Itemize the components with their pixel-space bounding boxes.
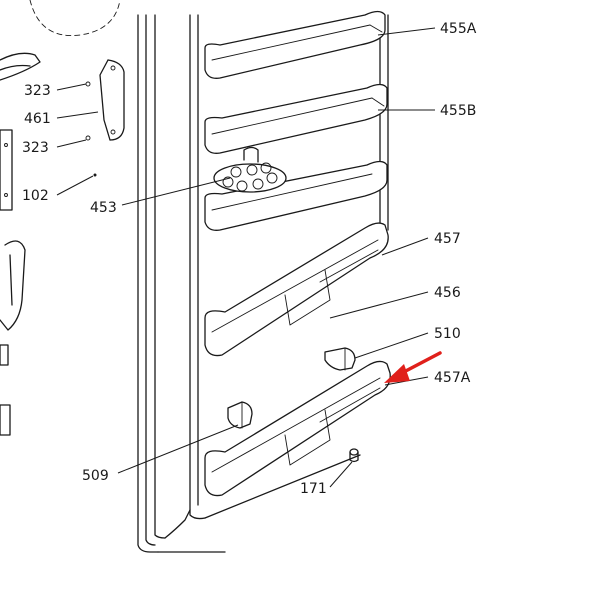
- shelf-457: [204, 222, 389, 357]
- shelf-455A: [204, 10, 386, 79]
- label-102: 102: [22, 188, 49, 204]
- label-457: 457: [434, 231, 461, 247]
- shelf-457A: [204, 360, 391, 497]
- clip-509-icon: [227, 401, 253, 429]
- screw-171-icon: [349, 448, 359, 463]
- shelf-453: [204, 146, 388, 231]
- handle-461-icon: [99, 59, 125, 141]
- point-102: [93, 173, 97, 177]
- door-frame: [137, 14, 389, 553]
- screw-323a-icon: [85, 81, 91, 87]
- highlight-arrow-icon: [384, 351, 442, 383]
- shelf-455B: [204, 83, 388, 154]
- label-510: 510: [434, 326, 461, 342]
- label-171: 171: [300, 481, 327, 497]
- left-components: [0, 0, 125, 436]
- label-457A: 457A: [434, 370, 471, 386]
- label-456: 456: [434, 285, 461, 301]
- clip-510-icon: [324, 347, 356, 371]
- label-323-top: 323: [24, 83, 51, 99]
- part-labels: 455A 455B 457 456 510 457A 509 171 323 4…: [22, 21, 477, 497]
- label-455A: 455A: [440, 21, 477, 37]
- label-509: 509: [82, 468, 109, 484]
- left-bracket: [0, 129, 13, 211]
- label-455B: 455B: [440, 103, 476, 119]
- label-323-bottom: 323: [22, 140, 49, 156]
- label-453: 453: [90, 200, 117, 216]
- screw-323b-icon: [85, 135, 91, 141]
- label-461: 461: [24, 111, 51, 127]
- egg-tray-453-icon: [213, 146, 287, 193]
